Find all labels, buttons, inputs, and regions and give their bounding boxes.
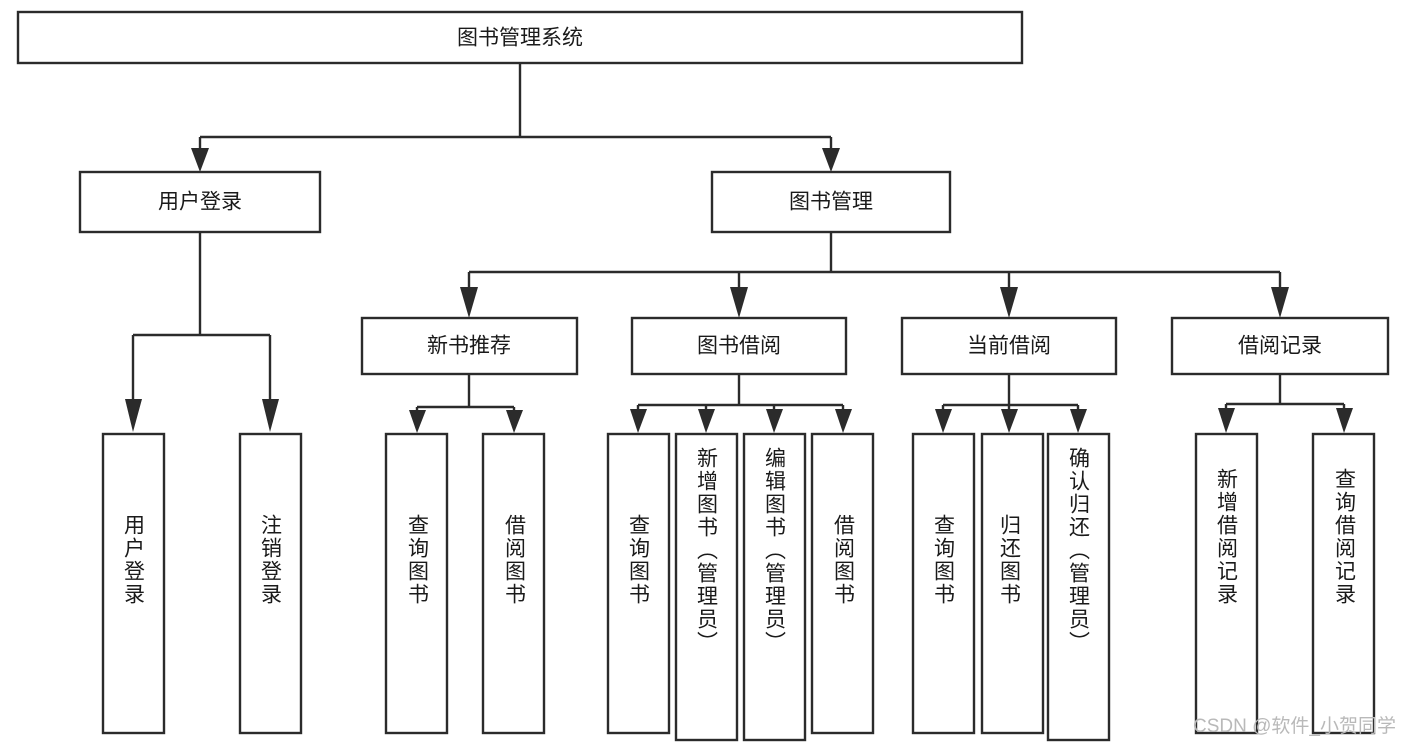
- node-leaf-9-box[interactable]: [911, 432, 976, 735]
- node-leaf-12[interactable]: 新增借阅记录: [1194, 432, 1259, 735]
- arrow-head-leaf-1: [125, 399, 142, 432]
- arrow-head-leaf-6: [698, 409, 715, 433]
- node-bookmgmt-box[interactable]: [710, 170, 952, 234]
- arrow-head-records: [1271, 287, 1289, 318]
- arrow-head-leaf-13: [1336, 408, 1353, 433]
- node-leaf-8-box[interactable]: [810, 432, 875, 735]
- node-leaf-11[interactable]: 确认归还（管理员）: [1046, 432, 1111, 742]
- node-leaf-13-label: 查询借阅记录: [1333, 468, 1357, 606]
- node-leaf-11-box[interactable]: [1046, 432, 1111, 742]
- node-borrow-box[interactable]: [630, 316, 848, 376]
- node-leaf-3-label: 查询图书: [406, 514, 430, 606]
- node-leaf-7-label: 编辑图书（管理员）: [763, 447, 787, 654]
- node-leaf-4-label: 借阅图书: [503, 514, 527, 606]
- node-bookmgmt-label: 图书管理: [789, 191, 873, 214]
- arrow-head-leaf-2: [262, 399, 279, 432]
- node-borrow-label: 图书借阅: [697, 335, 781, 358]
- node-leaf-1-box[interactable]: [101, 432, 166, 735]
- node-leaf-7[interactable]: 编辑图书（管理员）: [742, 432, 807, 742]
- node-leaf-13[interactable]: 查询借阅记录: [1311, 432, 1376, 735]
- node-leaf-8-label: 借阅图书: [832, 514, 856, 606]
- csdn-watermark: CSDN @软件_小贺同学: [1193, 715, 1396, 737]
- node-leaf-7-box[interactable]: [742, 432, 807, 742]
- arrow-head-leaf-3: [409, 410, 426, 433]
- node-leaf-9-label: 查询图书: [932, 514, 956, 606]
- arrow-head-leaf-5: [630, 409, 647, 433]
- node-leaf-2-label: 注销登录: [259, 514, 283, 606]
- node-leaf-10-box[interactable]: [980, 432, 1045, 735]
- node-records-box[interactable]: [1170, 316, 1390, 376]
- node-leaf-6-label: 新增图书（管理员）: [695, 447, 719, 654]
- node-records[interactable]: 借阅记录: [1170, 316, 1390, 376]
- arrow-head-borrow: [730, 287, 748, 318]
- node-newbook[interactable]: 新书推荐: [360, 316, 579, 376]
- node-current-label: 当前借阅: [967, 335, 1051, 358]
- node-bookmgmt[interactable]: 图书管理: [710, 170, 952, 234]
- node-leaf-12-box[interactable]: [1194, 432, 1259, 735]
- node-root[interactable]: 图书管理系统: [16, 10, 1024, 65]
- node-leaf-6[interactable]: 新增图书（管理员）: [674, 432, 739, 742]
- node-leaf-3[interactable]: 查询图书: [384, 432, 449, 735]
- node-current-box[interactable]: [900, 316, 1118, 376]
- node-leaf-12-label: 新增借阅记录: [1215, 468, 1239, 606]
- node-leaf-4-box[interactable]: [481, 432, 546, 735]
- node-login[interactable]: 用户登录: [78, 170, 322, 234]
- arrow-head-leaf-12: [1218, 408, 1235, 433]
- connector-layer: [125, 63, 1353, 433]
- node-login-label: 用户登录: [158, 191, 242, 214]
- arrow-head-leaf-4: [506, 410, 523, 433]
- node-records-label: 借阅记录: [1238, 335, 1322, 358]
- node-root-label: 图书管理系统: [457, 27, 583, 50]
- arrow-head-current: [1000, 287, 1018, 318]
- node-leaf-10[interactable]: 归还图书: [980, 432, 1045, 735]
- arrow-head-leaf-7: [766, 409, 783, 433]
- node-leaf-4[interactable]: 借阅图书: [481, 432, 546, 735]
- arrow-head-newbook: [460, 287, 478, 318]
- arrow-head-leaf-9: [935, 409, 952, 433]
- node-leaf-2[interactable]: 注销登录: [238, 432, 303, 735]
- node-leaf-10-label: 归还图书: [998, 514, 1022, 606]
- node-leaf-8[interactable]: 借阅图书: [810, 432, 875, 735]
- node-borrow[interactable]: 图书借阅: [630, 316, 848, 376]
- node-leaf-11-label: 确认归还（管理员）: [1067, 447, 1091, 654]
- node-leaf-5-box[interactable]: [606, 432, 671, 735]
- node-leaf-13-box[interactable]: [1311, 432, 1376, 735]
- node-leaf-6-box[interactable]: [674, 432, 739, 742]
- node-root-box[interactable]: [16, 10, 1024, 65]
- node-current[interactable]: 当前借阅: [900, 316, 1118, 376]
- node-leaf-9[interactable]: 查询图书: [911, 432, 976, 735]
- node-leaf-3-box[interactable]: [384, 432, 449, 735]
- arrow-head-leaf-11: [1070, 409, 1087, 433]
- node-login-box[interactable]: [78, 170, 322, 234]
- node-leaf-2-box[interactable]: [238, 432, 303, 735]
- arrow-head-leaf-10: [1001, 409, 1018, 433]
- arrow-head-login: [191, 148, 209, 172]
- node-newbook-label: 新书推荐: [427, 335, 511, 358]
- arrow-head-leaf-8: [835, 409, 852, 433]
- arrow-head-bookmgmt: [822, 148, 840, 172]
- node-leaf-5[interactable]: 查询图书: [606, 432, 671, 735]
- node-leaf-1[interactable]: 用户登录: [101, 432, 166, 735]
- node-leaf-5-label: 查询图书: [627, 514, 651, 606]
- node-newbook-box[interactable]: [360, 316, 579, 376]
- node-leaf-1-label: 用户登录: [122, 514, 146, 606]
